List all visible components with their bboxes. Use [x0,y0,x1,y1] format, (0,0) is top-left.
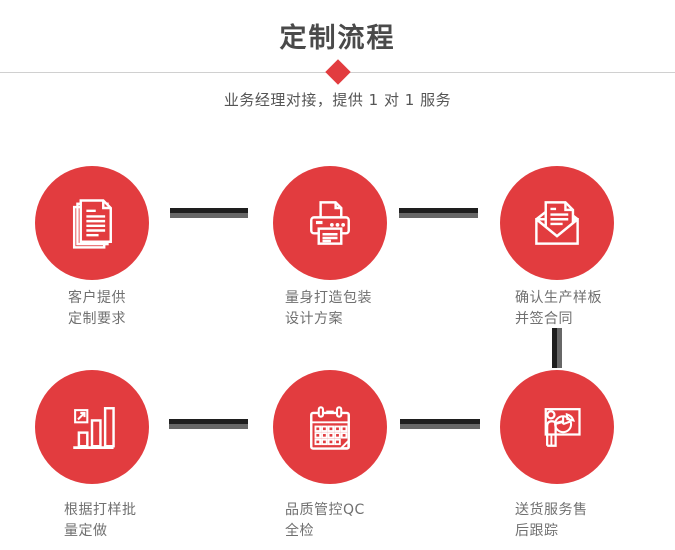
envelope-icon [535,201,579,245]
calendar-icon [310,406,350,450]
accent-diamond-icon [325,59,351,85]
connector-step3-step6 [552,328,562,368]
connector-step2-step3 [399,208,478,218]
step-circle [35,370,149,484]
step-label: 品质管控QC 全检 [285,502,365,539]
documents-icon [72,199,112,249]
process-step-5: 品质管控QC 全检 [273,370,433,550]
step-circle [500,166,614,280]
process-step-3: 确认生产样板 并签合同 [500,166,660,356]
presentation-icon [544,408,581,447]
step-label: 确认生产样板 并签合同 [515,290,602,327]
step-label: 客户提供 定制要求 [68,290,126,327]
page-subtitle: 业务经理对接，提供 1 对 1 服务 [223,91,452,109]
step-label: 量身打造包装 设计方案 [285,290,372,327]
process-step-6: 送货服务售 后跟踪 [500,370,660,550]
step-circle [500,370,614,484]
process-step-2: 量身打造包装 设计方案 [273,166,433,356]
connector-step1-step2 [170,208,248,218]
bar-chart-icon [73,407,115,450]
process-step-4: 根据打样批 量定做 [35,370,195,550]
step-circle [35,166,149,280]
step-label: 送货服务售 后跟踪 [515,502,588,539]
step-circle [273,166,387,280]
printer-icon [310,201,350,245]
step-circle [273,370,387,484]
connector-step4-step5 [169,419,248,429]
process-step-1: 客户提供 定制要求 [35,166,195,356]
step-label: 根据打样批 量定做 [64,502,137,539]
connector-step5-step6 [400,419,480,429]
page-title: 定制流程 [279,23,396,54]
